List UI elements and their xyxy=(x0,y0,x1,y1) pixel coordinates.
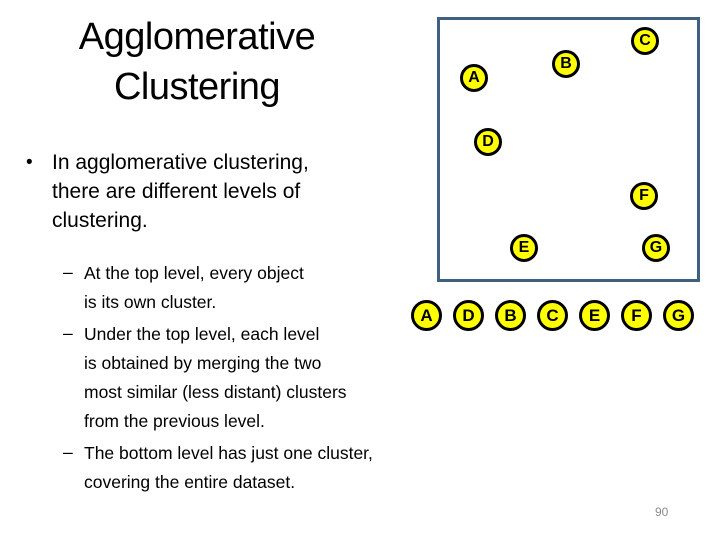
sub-bullet-top-level: – At the top level, every object is its … xyxy=(63,259,493,317)
cluster-row-point-7: G xyxy=(663,300,694,331)
sub-bullet-line: At the top level, every object xyxy=(84,263,304,283)
main-bullet: • In agglomerative clustering, there are… xyxy=(26,148,416,235)
cluster-row-point-3: B xyxy=(495,300,526,331)
cluster-row-point-1: A xyxy=(411,300,442,331)
scatter-point-e: E xyxy=(510,234,538,262)
title-line-2: Clustering xyxy=(113,66,281,108)
title-line-1: Agglomerative xyxy=(78,16,316,58)
bullet-marker: • xyxy=(26,152,33,173)
cluster-row-point-4: C xyxy=(537,300,568,331)
main-bullet-line: there are different levels of xyxy=(52,180,301,203)
cluster-row-point-2: D xyxy=(453,300,484,331)
sub-bullet-line: Under the top level, each level xyxy=(84,324,320,344)
cluster-row: A D B C E F G xyxy=(411,300,694,331)
scatter-point-a: A xyxy=(460,64,488,92)
page-title: Agglomerative Clustering xyxy=(22,12,372,112)
page-number: 90 xyxy=(655,505,669,519)
main-bullet-line: In agglomerative clustering, xyxy=(52,151,309,174)
scatter-point-f: F xyxy=(630,182,658,210)
dash-marker: – xyxy=(63,262,73,282)
sub-bullet-line: most similar (less distant) clusters xyxy=(84,382,347,402)
sub-bullet-line: from the previous level. xyxy=(84,411,265,431)
sub-bullet-bottom-level: – The bottom level has just one cluster,… xyxy=(63,439,493,497)
sub-bullet-line: is its own cluster. xyxy=(84,292,217,312)
scatter-point-c: C xyxy=(631,27,659,55)
sub-bullet-list: – At the top level, every object is its … xyxy=(63,259,493,500)
main-bullet-text: In agglomerative clustering, there are d… xyxy=(52,148,416,235)
sub-bullet-line: covering the entire dataset. xyxy=(84,472,296,492)
sub-bullet-line: is obtained by merging the two xyxy=(84,353,322,373)
scatter-point-d: D xyxy=(474,128,502,156)
main-bullet-line: clustering. xyxy=(52,209,148,232)
sub-bullet-merging: – Under the top level, each level is obt… xyxy=(63,320,493,436)
cluster-row-point-6: F xyxy=(621,300,652,331)
dash-marker: – xyxy=(63,442,73,462)
sub-bullet-line: The bottom level has just one cluster, xyxy=(84,443,373,463)
scatter-diagram-box: A B C D F E G xyxy=(437,17,700,282)
cluster-row-point-5: E xyxy=(579,300,610,331)
dash-marker: – xyxy=(63,323,73,343)
scatter-point-g: G xyxy=(642,234,670,262)
scatter-point-b: B xyxy=(552,50,580,78)
